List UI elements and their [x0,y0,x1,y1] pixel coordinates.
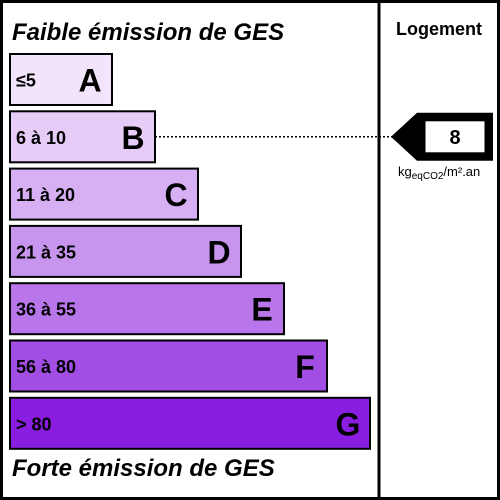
class-bar-e: 36 à 55 E [9,282,285,336]
class-bar-f: 56 à 80 F [9,339,328,393]
class-letter: C [164,177,187,213]
class-range-label: 21 à 35 [16,242,76,262]
class-bar-a: ≤5 A [9,53,113,106]
bottom-label: Forte émission de GES [12,455,275,482]
class-range-label: > 80 [16,414,52,434]
indicator-value-box [424,120,486,154]
top-label: Faible émission de GES [12,19,284,46]
unit-sub: eqCO2 [412,171,444,182]
class-letter: F [295,349,315,385]
class-range-label: ≤5 [16,71,36,91]
class-range-label: 56 à 80 [16,357,76,377]
class-bar-b: 6 à 10 B [9,110,156,164]
class-bar-g: > 80 G [9,396,371,450]
unit-tail: /m².an [443,164,480,179]
class-bar-fill [9,396,371,450]
class-bar-fill [9,282,285,336]
indicator-value: 8 [449,127,460,149]
column-header: Logement [396,19,482,39]
class-letter: E [251,292,272,328]
class-bar-fill [9,53,113,106]
class-bar-c: 11 à 20 C [9,167,199,221]
class-letter: B [121,120,144,156]
class-range-label: 11 à 20 [16,185,75,205]
class-bar-fill [9,339,328,393]
class-letter: D [207,234,230,270]
class-bar-fill [9,167,199,221]
value-indicator: 8 [391,112,493,161]
unit-label: kgeqCO2/m².an [398,164,480,182]
class-letter: G [336,406,361,442]
unit-main: kg [398,164,412,179]
class-bar-d: 21 à 35 D [9,224,242,278]
class-bar-fill [9,224,242,278]
class-letter: A [78,63,101,99]
class-range-label: 6 à 10 [16,128,66,148]
class-bars: ≤5 A 6 à 10 B 11 à 20 C 21 à 35 D 36 à 55 E 56 à 8… [9,53,371,450]
class-range-label: 36 à 55 [16,300,76,320]
